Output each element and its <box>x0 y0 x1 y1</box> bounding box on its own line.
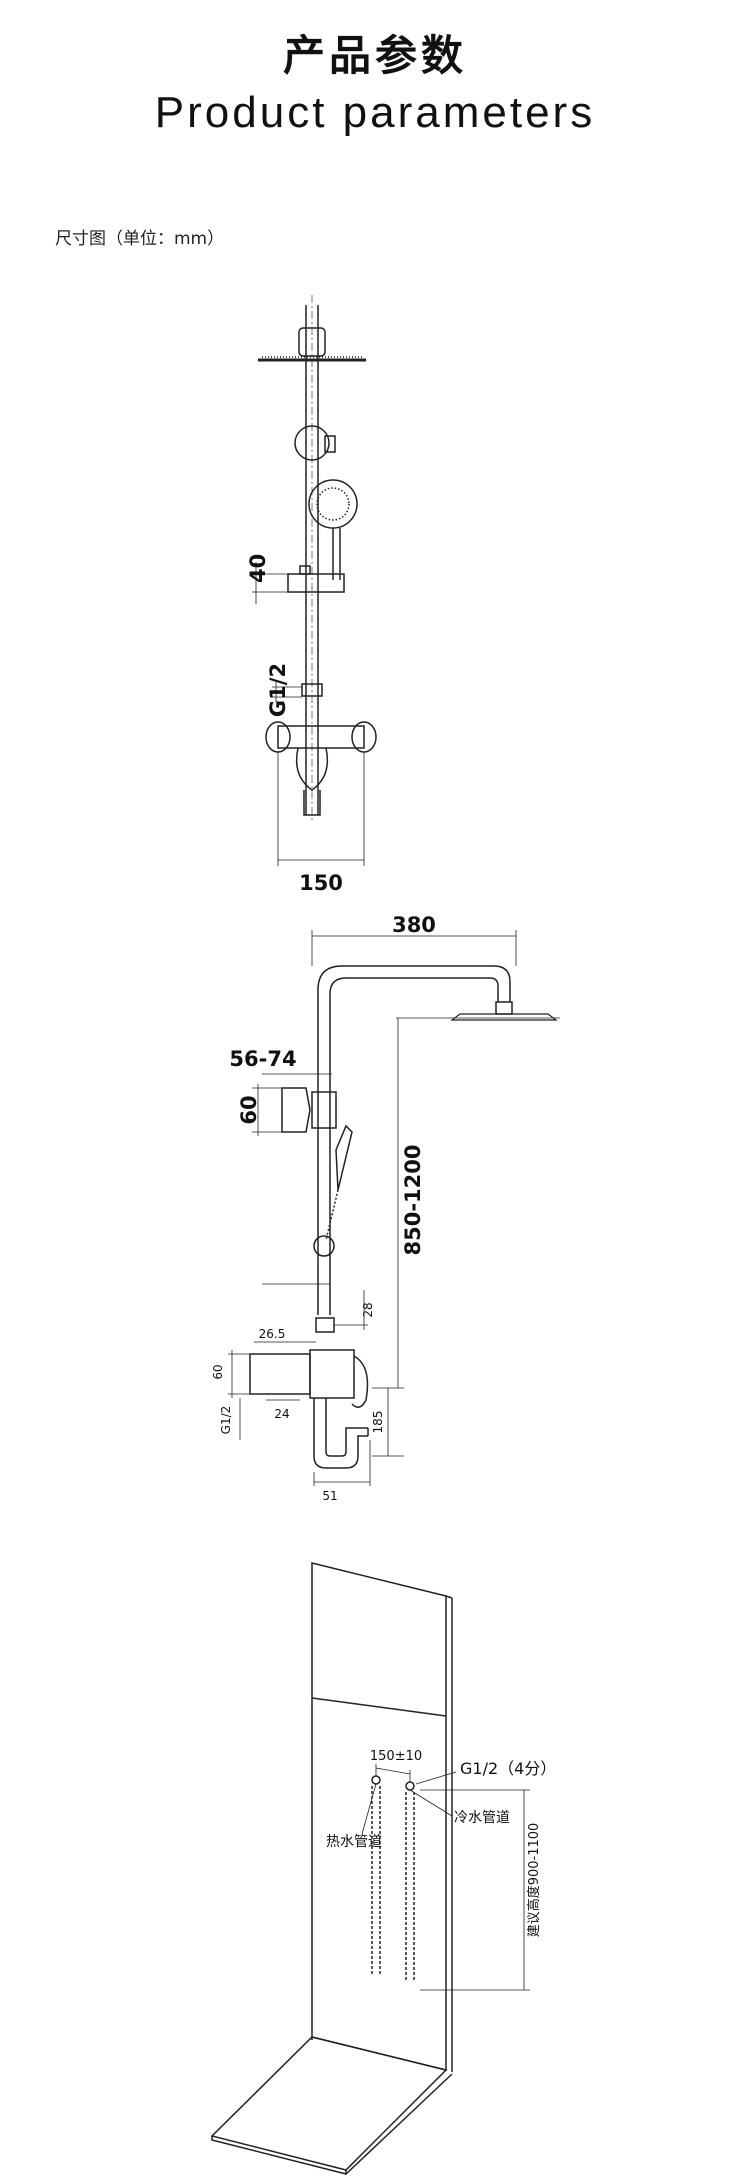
dim-24: 24 <box>274 1407 289 1421</box>
install-wall <box>311 1562 453 2072</box>
side-hand-shower <box>262 1124 353 1285</box>
side-185-dimension: 185 <box>371 1387 404 1457</box>
side-height-dimension: 850-1200 <box>397 1018 425 1388</box>
front-riser-pipe <box>305 295 319 820</box>
dim-front-thread: G1/2 <box>266 663 290 717</box>
dim-arm-length: 380 <box>392 913 436 937</box>
dim-install-height: 850-1200 <box>401 1145 425 1256</box>
page-title-en: Product parameters <box>154 88 596 137</box>
side-spout: 51 <box>313 1398 371 1503</box>
front-view: 40 G1/2 150 <box>246 295 377 895</box>
install-height-label: 建议高度900-1100 <box>526 1823 542 1938</box>
side-view: 380 850-1200 56-74 60 <box>211 913 560 1503</box>
install-pipes <box>361 1764 457 1980</box>
front-hand-shower <box>308 479 358 580</box>
page-title-cn: 产品参数 <box>282 31 467 80</box>
dim-28: 28 <box>361 1302 375 1317</box>
front-connector: G1/2 <box>266 663 323 717</box>
front-shower-head <box>258 327 366 362</box>
install-hot-pipe-label: 热水管道 <box>326 1834 382 1850</box>
dim-slider-height: 40 <box>246 554 270 583</box>
install-thread-label: G1/2（4分） <box>460 1759 556 1778</box>
side-mixer: 28 26.5 60 G1/2 24 <box>211 1290 375 1440</box>
front-mixer-body <box>265 721 377 816</box>
dim-185: 185 <box>371 1411 385 1434</box>
side-holder: 60 <box>237 1084 337 1136</box>
side-shower-head <box>396 1001 560 1021</box>
side-arm-dimension: 380 <box>311 913 517 966</box>
dim-wall-distance: 56-74 <box>229 1047 296 1071</box>
front-pipe-knob <box>294 425 336 461</box>
side-riser-arm <box>317 965 511 1315</box>
dim-front-width: 150 <box>299 871 343 895</box>
dim-51: 51 <box>322 1489 337 1503</box>
dim-60: 60 <box>211 1364 225 1379</box>
front-width-dimension: 150 <box>277 752 365 895</box>
dim-26-5: 26.5 <box>259 1327 286 1341</box>
install-spacing-label: 150±10 <box>370 1749 422 1764</box>
dim-holder-height: 60 <box>237 1095 261 1124</box>
install-cold-pipe-label: 冷水管道 <box>454 1810 510 1826</box>
install-view: 150±10 G1/2（4分） 冷水管道 热水管道 建议高度900-1100 <box>210 1562 556 2175</box>
unit-label: 尺寸图（单位：mm） <box>55 229 225 249</box>
dim-g12: G1/2 <box>219 1406 233 1435</box>
install-height-dimension: 建议高度900-1100 <box>420 1789 542 1991</box>
side-wall-dimension: 56-74 <box>229 1047 332 1075</box>
install-floor <box>210 2036 453 2175</box>
front-holder: 40 <box>246 554 345 604</box>
